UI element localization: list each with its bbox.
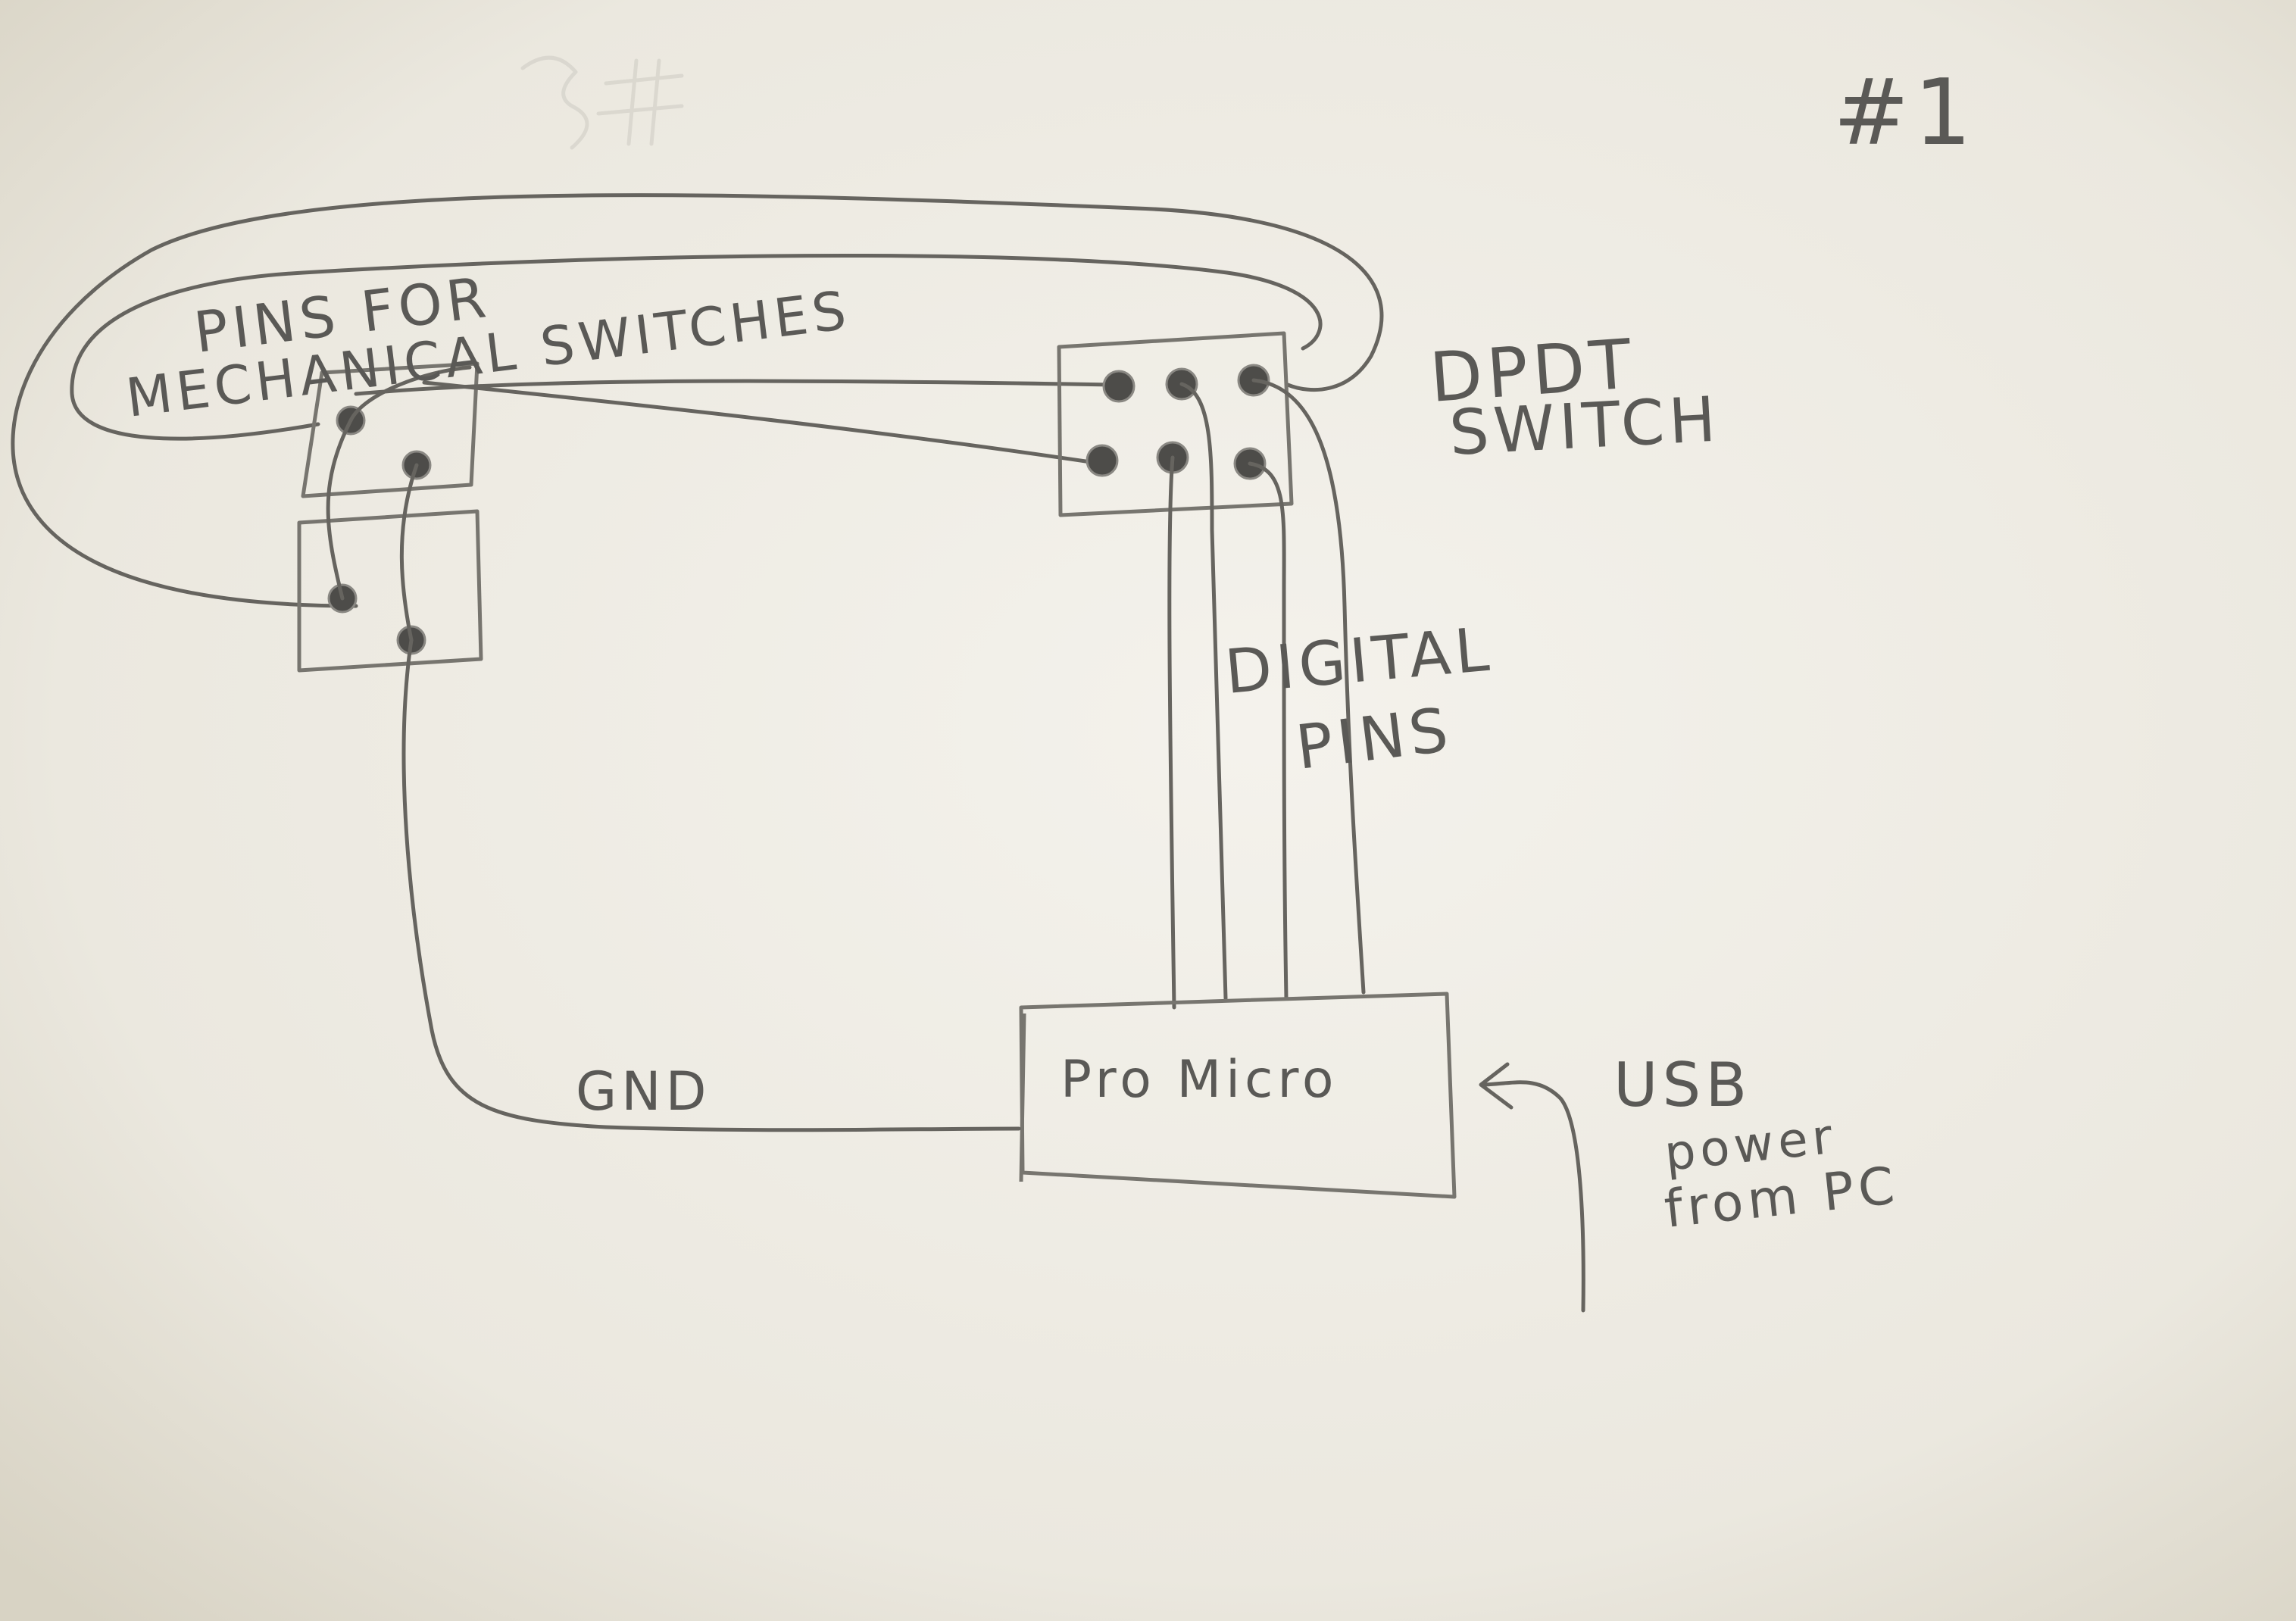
erased-mark [520, 55, 684, 150]
digital-wire-1 [1167, 455, 1176, 1010]
dpdt-label-line2: SWITCH [1448, 383, 1722, 470]
dpdt-pin-4 [1086, 444, 1119, 477]
dpdt-label-line1: DPDT [1427, 324, 1638, 418]
switch-to-dpdt-wire-1 [354, 379, 1116, 396]
switch-header-link-wire-3 [348, 365, 472, 423]
digital-wire-2 [1179, 382, 1228, 1001]
pro-micro-label: Pro Micro [1061, 1050, 1339, 1110]
switch-header-link-wire-2 [399, 463, 419, 642]
outer-loop-wire [11, 193, 1384, 608]
digital-wire-3 [1248, 461, 1289, 1001]
sheet-number: #1 [1833, 61, 1976, 166]
pro-micro-board [1019, 992, 1457, 1199]
switch-to-dpdt-wire-2 [422, 380, 1093, 464]
digital-wire-4 [1251, 378, 1366, 995]
inner-loop-wire [70, 254, 1323, 441]
dpdt-pin-1 [1102, 370, 1136, 403]
switch-header-link-wire-1 [326, 418, 353, 601]
gnd-label: GND [576, 1060, 711, 1123]
usb-arrow [1479, 1062, 1585, 1313]
usb-label-line1: USB [1613, 1050, 1751, 1120]
gnd-wire [401, 638, 1021, 1132]
